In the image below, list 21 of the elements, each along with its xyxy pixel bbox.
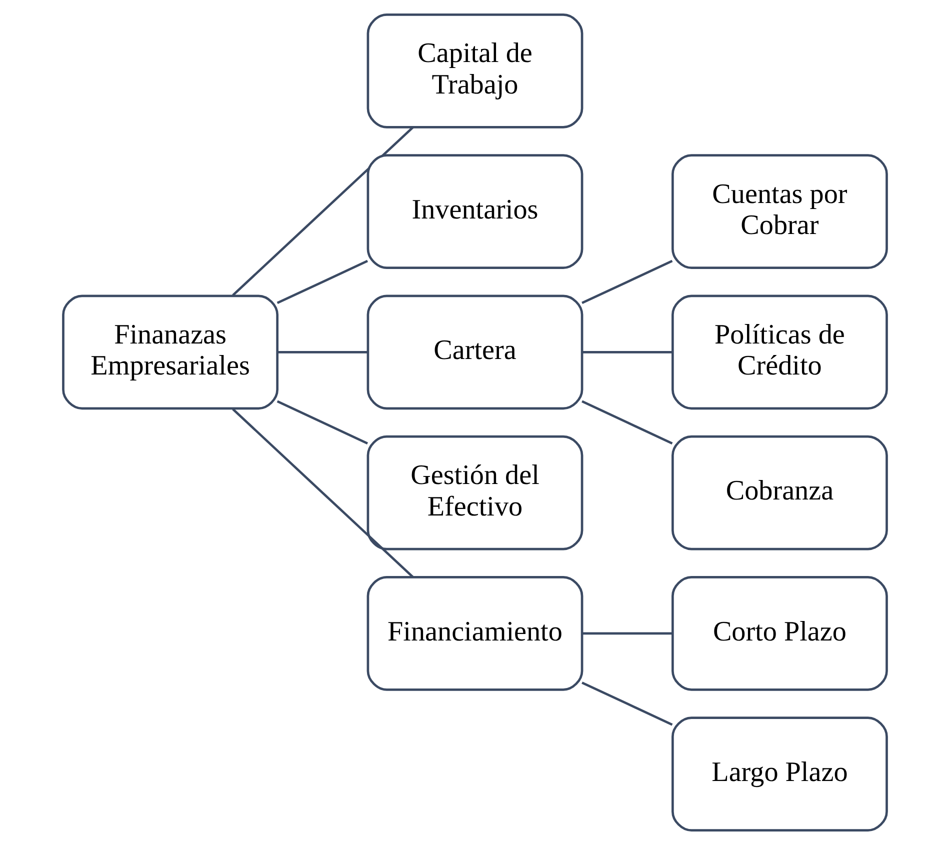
node-box: Cartera — [366, 294, 584, 410]
node-box: Cuentas por Cobrar — [672, 154, 888, 269]
node-box: Inventarios — [366, 154, 584, 269]
node-box: Finanazas Empresariales — [62, 294, 278, 410]
connector — [582, 682, 673, 726]
connector — [232, 408, 414, 578]
node-box: Largo Plazo — [672, 716, 888, 832]
node-box: Financiamiento — [366, 576, 584, 691]
node-box: Políticas de Crédito — [672, 294, 888, 410]
node-box: Capital de Trabajo — [366, 13, 584, 128]
connector — [582, 632, 672, 635]
connector — [276, 400, 368, 444]
connector — [276, 260, 368, 304]
connector — [582, 351, 672, 354]
node-box: Cobranza — [672, 435, 888, 550]
connector — [277, 351, 368, 354]
connector — [582, 260, 673, 304]
connector — [232, 126, 414, 296]
node-box: Gestión del Efectivo — [366, 435, 584, 550]
connector — [582, 400, 673, 444]
node-box: Corto Plazo — [672, 576, 888, 691]
